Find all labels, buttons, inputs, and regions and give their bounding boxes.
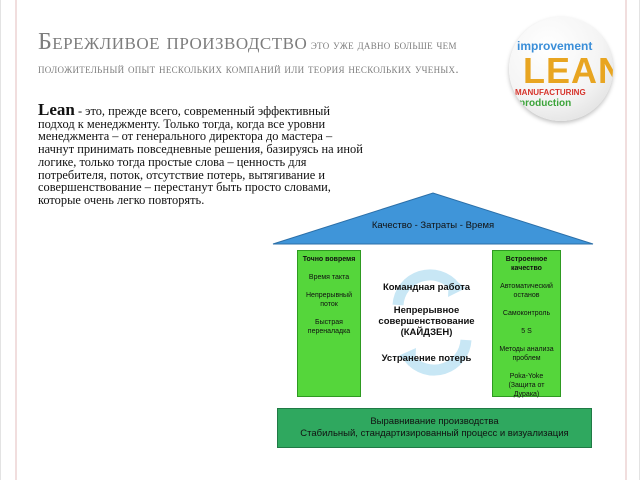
right-pillar-item: Методы анализа проблем [499, 346, 554, 362]
logo-word-production: production [519, 98, 572, 109]
left-pillar-title: Точно вовремя [302, 256, 356, 263]
house-roof [272, 192, 594, 245]
roof-label: Качество - Затраты - Время [371, 220, 495, 231]
left-pillar-item: Время такта [308, 274, 350, 281]
cycle-arrows-icon [392, 269, 472, 376]
right-pillar-item: Poka-Yoke (Защита от Дурака) [508, 373, 545, 398]
right-pillar-title: Встроенное качество [505, 256, 548, 272]
base-line-1: Выравнивание производства [370, 416, 499, 427]
logo-word-manufacturing: MANUFACTURING [515, 88, 586, 97]
right-pillar-item: Самоконтроль [502, 310, 551, 317]
left-pillar-item: Быстрая переналадка [307, 319, 351, 335]
center-line-kaizen: Непрерывное совершенствование (КАЙДЗЕН) [378, 305, 475, 338]
lean-word: Lean [38, 100, 75, 119]
right-decor-line [625, 0, 627, 480]
body-paragraph: Lean - это, прежде всего, современный эф… [38, 101, 364, 207]
left-pillar: Точно вовремя Время такта Непрерывный по… [297, 250, 361, 397]
body-text: - это, прежде всего, современный эффекти… [38, 104, 363, 207]
right-pillar: Встроенное качество Автоматический остан… [492, 250, 561, 398]
title-main: Бережливое производство [38, 29, 308, 55]
right-pillar-item: Автоматический останов [500, 283, 553, 299]
lean-logo: improvement LEAN MANUFACTURING productio… [509, 17, 613, 121]
logo-word-lean: LEAN [523, 50, 613, 91]
right-pillar-item: 5 S [521, 328, 532, 335]
slide-title: Бережливое производство это уже давно бо… [38, 30, 478, 81]
base-line-2: Стабильный, стандартизированный процесс … [300, 428, 569, 439]
left-decor-line [15, 0, 17, 480]
title-rest: это уже давно больше чем положительный о… [38, 37, 459, 76]
house-base: Выравнивание производства Стабильный, ст… [277, 408, 592, 448]
center-line-teamwork: Командная работа [382, 282, 471, 293]
house-center: Командная работа Непрерывное совершенств… [364, 250, 489, 397]
logo-word-improvement: improvement [517, 39, 593, 53]
left-pillar-item: Непрерывный поток [306, 292, 352, 308]
center-line-waste: Устранение потерь [381, 353, 472, 364]
